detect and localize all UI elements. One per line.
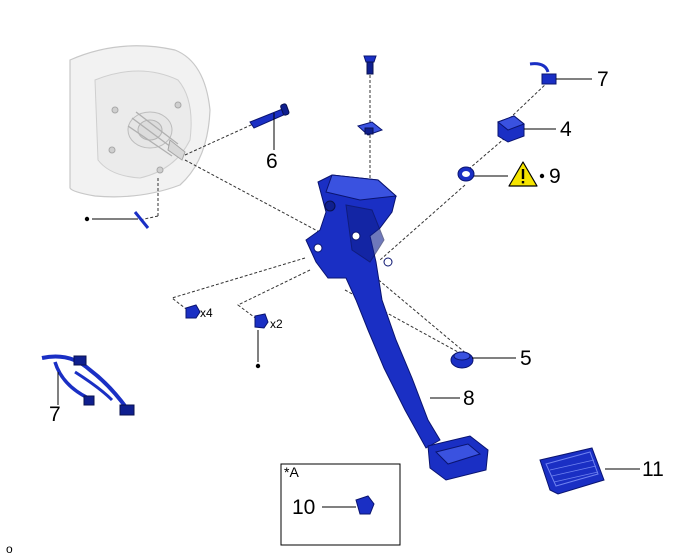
top-bolt [363,55,377,75]
quantity-x2: x2 [270,317,283,331]
callout-7-top: 7 [597,68,609,91]
part-7-bottom-harness [41,354,135,416]
inset-box-title: *A [284,464,299,480]
part-10-clip [355,495,375,515]
bullet-dot [84,216,90,222]
bracket-nut [356,121,384,136]
callout-4: 4 [560,118,572,141]
callout-7-bottom: 7 [49,403,61,426]
brake-booster-illustration [69,45,211,198]
inset-box-a: *A [280,463,401,546]
callout-6: 6 [266,150,278,173]
corner-mark: o [6,542,13,556]
part-4-switch [497,115,525,143]
callout-5: 5 [520,347,532,370]
part-8-brake-pedal [305,174,489,481]
callout-9: 9 [549,165,561,188]
part-9-clip [457,166,475,182]
clip-part [133,211,150,229]
quantity-labels: x4 x2 [200,306,283,331]
bullet-dot [255,363,261,369]
callout-10: 10 [292,496,315,519]
callout-8: 8 [463,387,475,410]
callout-labels: 7 4 9 6 5 8 7 10 11 [49,68,664,519]
bullet-marks [84,173,545,369]
callout-11: 11 [642,458,664,481]
part-7-top-connector [529,62,557,85]
nut-x2 [254,313,269,329]
part-5-stopper [450,351,474,369]
leader-lines [57,78,640,508]
quantity-x4: x4 [200,306,213,320]
part-6-pin [249,103,290,129]
bullet-dot [539,173,545,179]
nut-x4 [185,304,201,319]
warning-triangle-icon [508,161,538,187]
part-11-pedal-pad [539,447,605,495]
